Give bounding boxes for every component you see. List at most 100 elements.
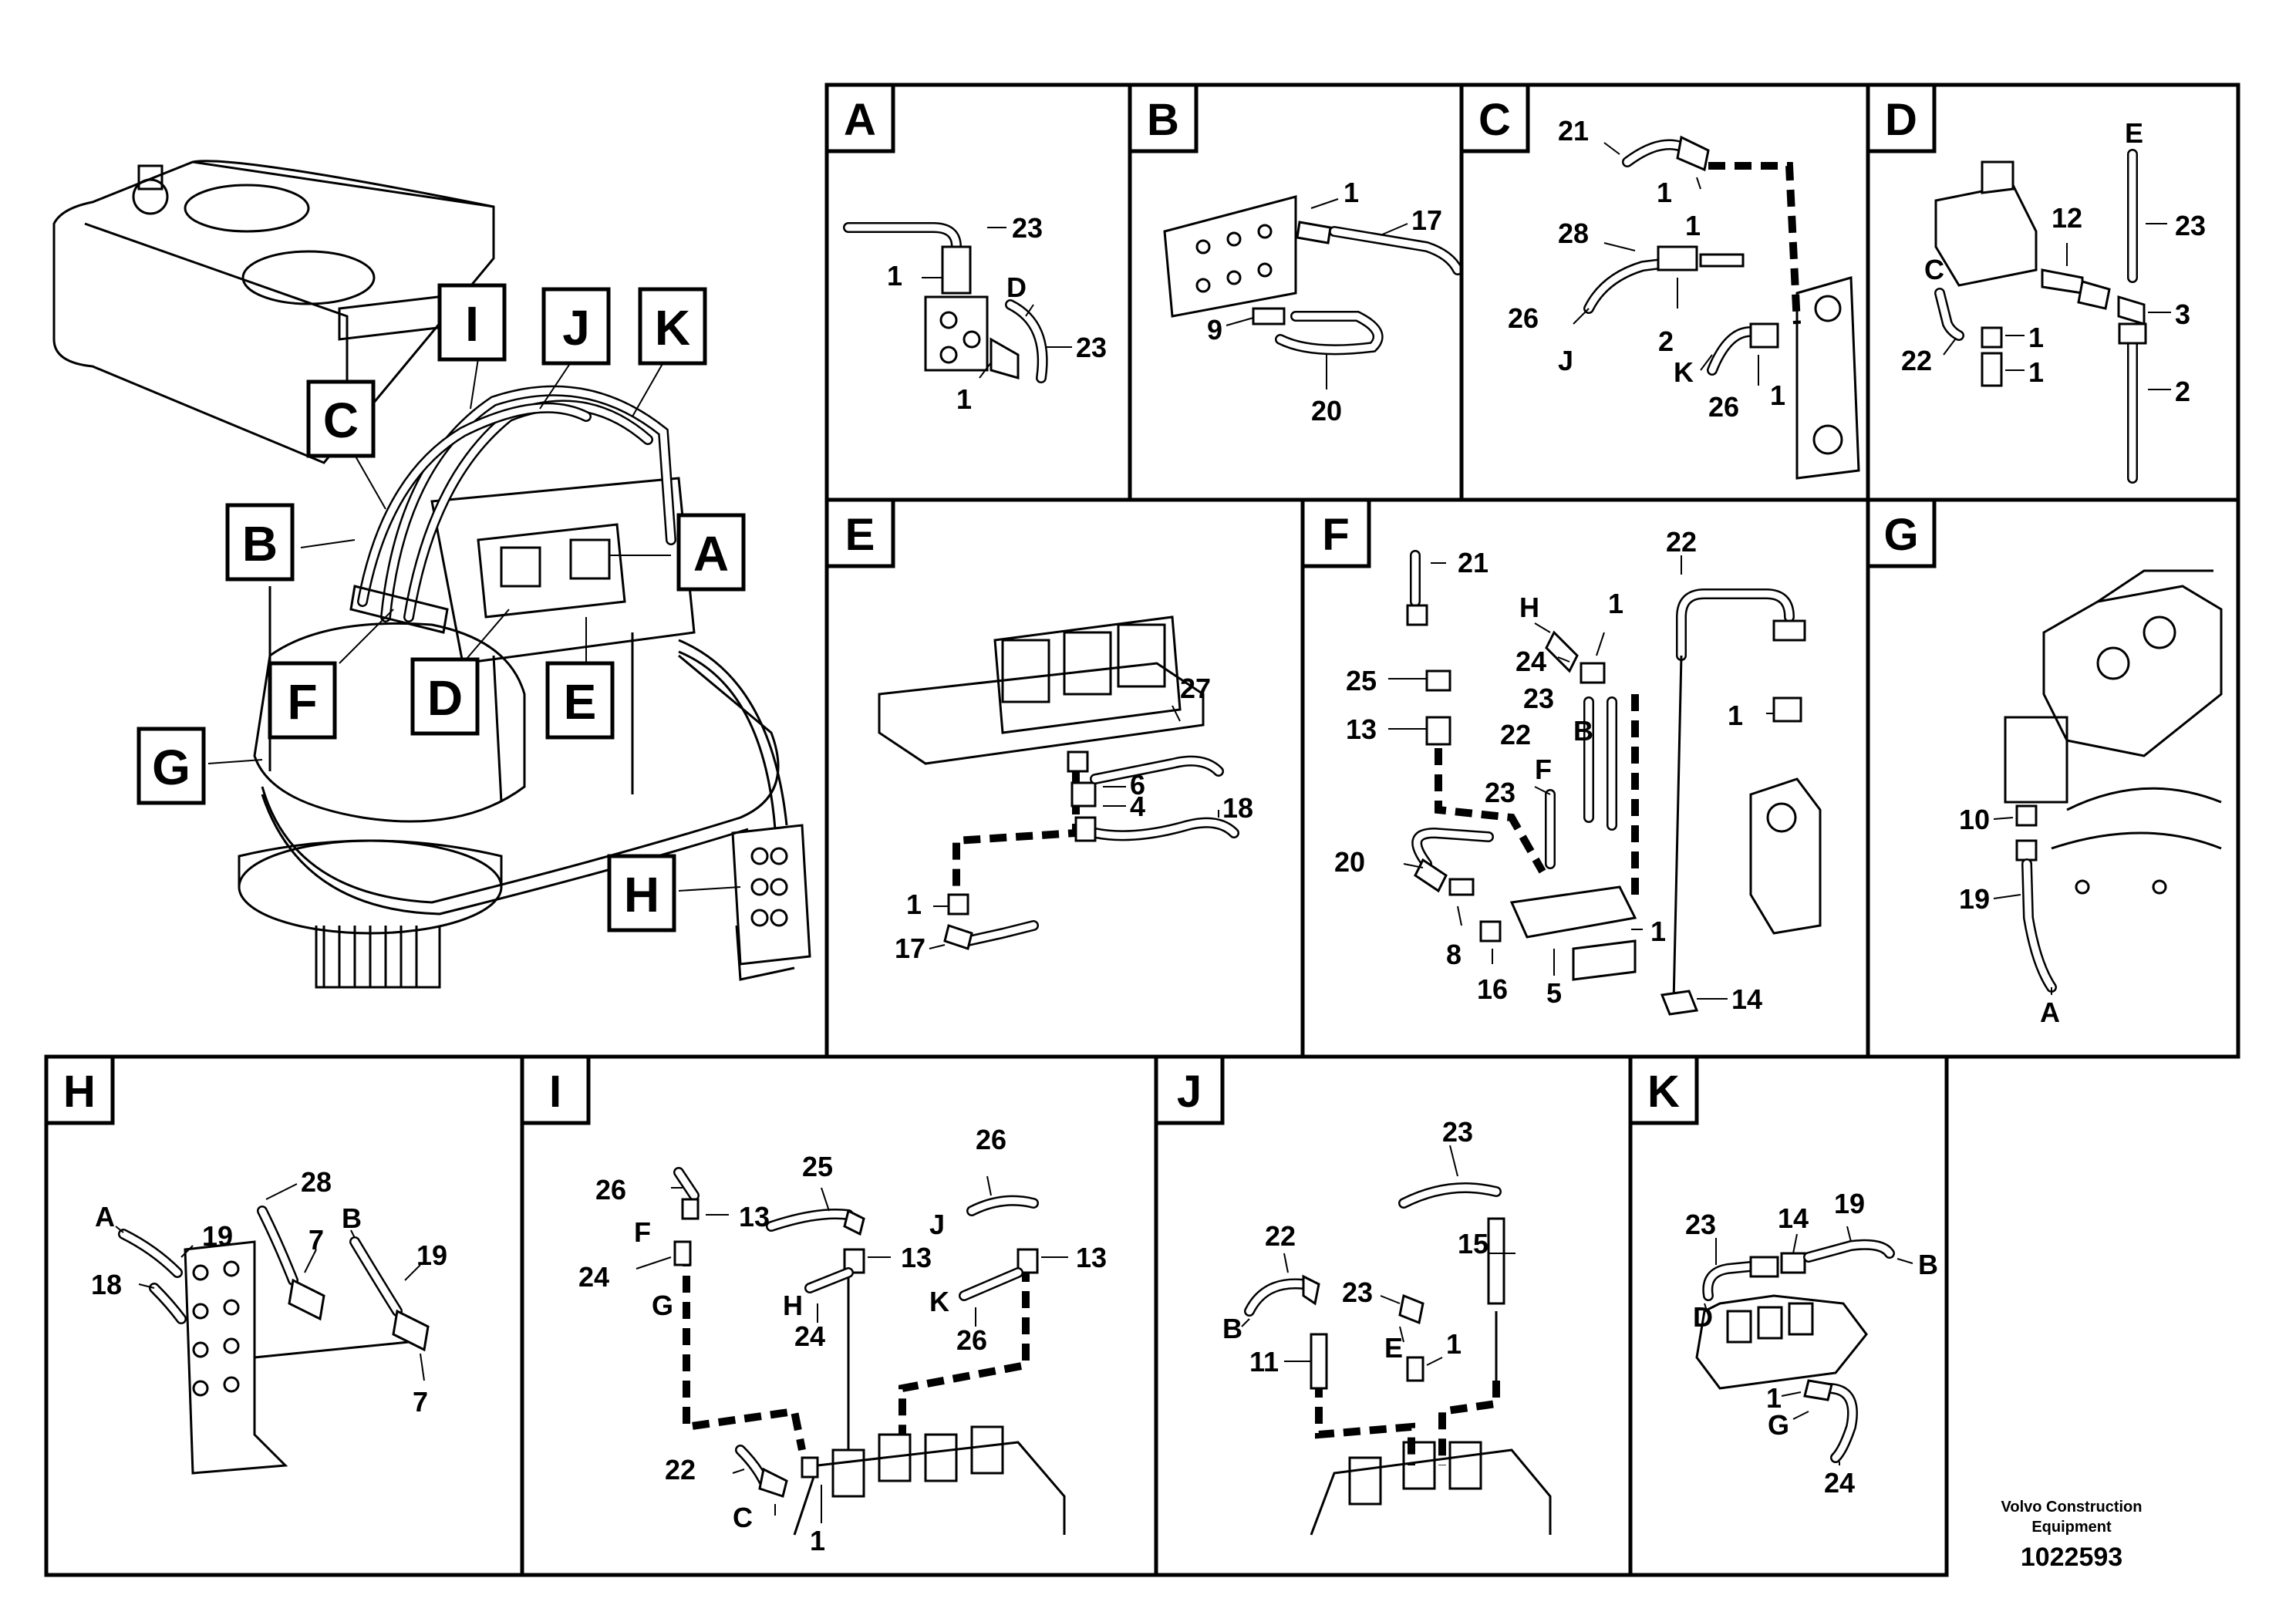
line-art-path [1792,1411,1809,1420]
part-number-label: 1 [1446,1328,1462,1360]
part-number-label: 1 [956,383,972,415]
part-number-label: 17 [895,932,925,964]
line-art-path [1448,878,1475,896]
part-number-label: 17 [1411,204,1442,236]
line-art-path [731,824,811,966]
line-art-rect [520,1054,591,1125]
line-art-rect [137,164,164,191]
line-art-circle [2143,615,2176,649]
callout-J: J [541,287,611,366]
callout-K: K [638,287,707,366]
part-number-label: 1 [1650,916,1666,947]
panel-J-tag: J [1177,1067,1202,1117]
line-art-circle [770,847,788,865]
line-art-path [477,523,626,619]
line-art-path [1623,141,1685,166]
line-art-path [1704,1303,1709,1316]
line-art-path [2077,280,2111,310]
part-number-label: 2 [2175,376,2190,407]
line-art-path [843,1209,865,1236]
part-number-label: F [634,1216,651,1248]
line-art-path [339,609,394,664]
part-number-label: D [1006,271,1027,303]
part-number-label: 7 [308,1224,324,1256]
line-art-circle [223,1337,240,1354]
line-art-path [192,160,494,208]
line-art-path [1896,1258,1913,1264]
line-art-path [462,609,510,664]
line-art-rect [878,1433,912,1482]
line-art-path [430,477,696,665]
part-number-label: 28 [301,1166,332,1198]
part-number-label: 24 [1824,1467,1855,1499]
line-art-circle [1195,239,1211,255]
line-art-path [1603,242,1636,251]
line-art-rect [1866,497,2240,1059]
line-art-circle [2152,879,2167,895]
line-art-path [120,1230,181,1276]
line-art-path [349,585,449,634]
panel-D: D E 23 12 1 3 C 22 1 2 27 [1866,83,2240,502]
part-number-label: D [1693,1301,1713,1333]
part-number-label: 3 [2175,298,2190,330]
line-art-rect [44,1054,524,1577]
line-art-circle [192,1303,209,1320]
line-art-path [1252,307,1286,325]
part-number-label: F [287,674,317,730]
line-art-path [806,1269,852,1292]
part-number-label: 1 [1344,177,1359,208]
part-number-label: C [323,393,359,448]
line-art-rect [1348,1456,1382,1506]
panel-C: C 21 1 28 1 26 J 2 K 26 1 [1459,83,1870,502]
line-art-path [929,944,946,949]
line-art-rect [824,497,1305,1059]
line-art-path [184,1240,288,1475]
panel-K: K 19 23 14 B D 1 G 24 [1628,1054,1949,1577]
line-art-path [1534,622,1551,633]
line-art-path [1660,990,1699,1016]
part-number-label: 21 [1558,115,1589,147]
panel-G-tag: G [1883,510,1918,560]
line-art-path [315,926,441,989]
part-number-label: 26 [595,1174,626,1206]
part-number-label: K [929,1286,949,1317]
line-art-path [1596,632,1605,656]
line-art-rect [1300,497,1371,568]
line-art-path [1017,1248,1039,1274]
line-art-path [793,1441,1066,1536]
callout-H: H [607,854,676,932]
line-art-path [1438,1381,1500,1465]
part-number-label: 1 [887,260,902,292]
line-art-rect [638,287,707,366]
line-art-path [254,1340,410,1359]
part-number-label: 14 [1731,983,1762,1015]
part-number-label: 22 [1265,1220,1296,1252]
line-art-path [138,1283,155,1289]
panel-C-tag: C [1478,95,1511,145]
overview-illustration [52,160,811,989]
line-art-path [1025,304,1034,317]
line-art-path [265,1183,298,1200]
line-art-circle [192,1341,209,1358]
line-art-path [1657,245,1698,271]
line-art-path [678,639,788,826]
line-art-path [1545,630,1579,673]
line-art-path [238,839,503,887]
drawing-number: 1022593 [2021,1543,2122,1572]
part-number-label: C [1924,254,1944,285]
line-art-path [767,1210,852,1230]
part-number-label: 23 [2175,210,2206,241]
part-number-label: 27 [1180,673,1211,704]
part-number-label: 23 [1685,1209,1716,1240]
line-art-path [732,1469,745,1474]
line-art-path [1226,317,1254,326]
line-art-path [300,539,356,548]
line-art-path [359,404,590,605]
line-art-path [470,358,479,410]
line-art-path [404,1264,421,1281]
line-art-path [1380,1295,1401,1304]
line-art-path [1534,786,1551,795]
part-number-label: E [1384,1332,1403,1364]
callout-F: F [268,661,337,740]
panel-A-tag: A [844,95,876,145]
